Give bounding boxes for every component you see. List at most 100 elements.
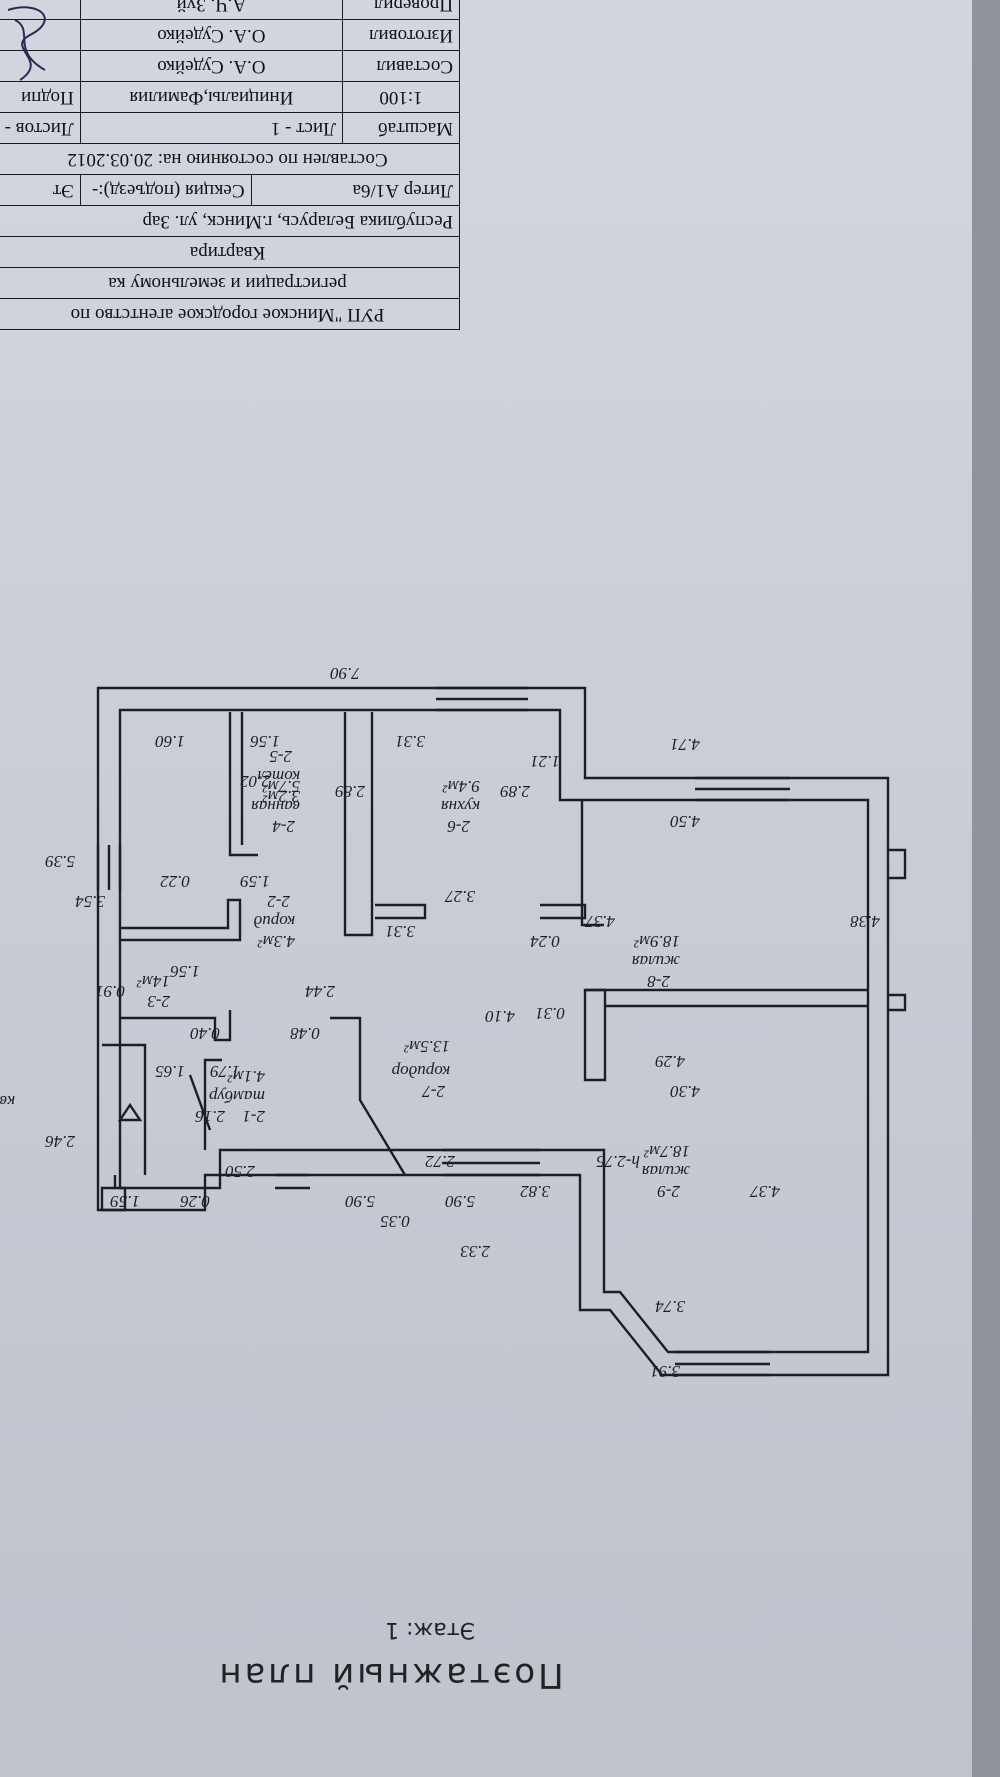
door-swing [188,1074,212,1131]
dim-156b: 1.56 [170,962,200,981]
dim-590b: 5.90 [445,1192,475,1211]
window-bottom-2 [275,1173,310,1190]
room-2-4-name: ванная [251,797,300,816]
dim-216: 2.16 [195,1107,225,1126]
wall-vestibule2 [203,1058,222,1150]
dim-048: 0.48 [290,1024,320,1043]
wall-wc [120,1010,232,1042]
wall-living-pier [583,988,607,1082]
dim-374: 3.74 [655,1297,686,1316]
dim-159a: 1.59 [240,872,270,891]
wall-living-divider [585,988,868,1008]
dim-250: 2.50 [225,1162,255,1181]
wall-kitchen-right [580,800,604,927]
room-2-8-id: 2-8 [647,972,670,991]
room-2-5-id: 2-5 [269,747,292,766]
wall-kitchen-left [343,712,374,937]
dim-590a: 5.90 [345,1192,375,1211]
page-edge [972,0,1000,1777]
dim-331a: 3.31 [395,732,426,751]
dim-179: 1.79 [210,1062,240,1081]
dim-471: 4.71 [670,735,700,754]
wall-corridor [120,898,242,942]
window-left [96,845,122,890]
wall-kitchen-stub2 [540,903,587,920]
dim-024: 0.24 [530,932,560,951]
dim-382: 3.82 [520,1182,551,1201]
wall-kitchen-stub [375,903,427,920]
dim-040: 0.40 [190,1024,220,1043]
dim-437a: 4.37 [584,912,615,931]
dim-159b: 1.59 [110,1192,140,1211]
plan-title: Поэтажный план [216,1655,564,1695]
outer-wall-inner [118,708,870,1354]
dim-430: 4.30 [670,1082,700,1101]
dim-233: 2.33 [460,1242,490,1261]
room-2-7-id: 2-7 [421,1082,445,1101]
room-2-6-id: 2-6 [447,817,470,836]
dim-022: 0.22 [160,872,190,891]
dim-354: 3.54 [75,892,106,911]
room-2-1-area: 4.1м² [227,1067,265,1086]
entry-door-arc [117,1102,143,1122]
room-2-2-name: корид [253,912,295,931]
dim-391: 3.91 [650,1362,681,1381]
room-2-3-id: 2-3 [147,992,170,1011]
room-2-7-name: коридор [392,1062,450,1081]
room-2-4-area: 5.7м² [262,777,300,796]
room-2-8-name: жилая [632,952,680,971]
dim-438: 4.38 [850,912,880,931]
room-2-6-area: 9.4м² [442,777,480,796]
wall-vestibule [330,1016,407,1176]
room-2-1-id: 2-1 [242,1107,265,1126]
dim-272: 2.72 [425,1152,455,1171]
dim-289b: 2.89 [500,782,530,801]
dim-410: 4.10 [485,1007,515,1026]
dim-331b: 3.31 [385,922,416,941]
room-2-1-name: тамбур [209,1087,265,1106]
dim-165: 1.65 [155,1062,185,1081]
dim-156a: 1.56 [250,732,280,751]
entry-stair [100,1043,147,1212]
dim-kv: кв [0,1092,15,1111]
room-2-2-id: 2-2 [267,892,290,911]
dim-035: 0.35 [380,1212,410,1231]
dim-160: 1.60 [155,732,185,751]
room-2-9-name: жилая [642,1162,690,1181]
room-2-8-area: 18.9м² [633,932,680,951]
dim-244: 2.44 [305,982,335,1001]
signature-mark [7,6,46,81]
outer-wall-outer [96,686,890,1377]
window-bottom-3 [675,1350,770,1377]
dim-246: 2.46 [45,1132,75,1151]
dim-031: 0.31 [535,1004,565,1023]
dim-091: 0.91 [95,982,125,1001]
window-top-2 [695,776,790,802]
room-2-6-name: кухня [441,797,480,816]
dim-539: 5.39 [45,852,75,871]
room-2-9-area: 18.7м² [643,1142,690,1161]
dim-450: 4.50 [670,812,700,831]
dim-h275: h-2.75 [596,1152,640,1171]
room-2-7-area: 13.5м² [403,1037,450,1056]
room-2-5-name: котел [257,767,300,786]
dim-202: 2.02 [240,772,270,791]
room-2-9-id: 2-9 [657,1182,680,1201]
room-2-4-id: 2-4 [272,817,295,836]
dim-121: 1.21 [530,752,560,771]
room-2-5-area: 3.2м² [262,787,301,806]
wall-right-bump [888,848,907,1012]
dim-289a: 2.89 [335,782,365,801]
window-bottom-1 [442,1148,540,1177]
dim-429: 4.29 [655,1052,685,1071]
dim-327: 3.27 [444,887,476,906]
room-2-2-area: 4.3м² [257,932,295,951]
room-2-3-area: 14м² [136,972,170,991]
dim-437b: 4.37 [749,1182,780,1201]
dim-790: 7.90 [330,664,360,683]
wall-bath [228,712,258,857]
dim-026: 0.26 [180,1192,210,1211]
window-top-1 [436,686,528,712]
